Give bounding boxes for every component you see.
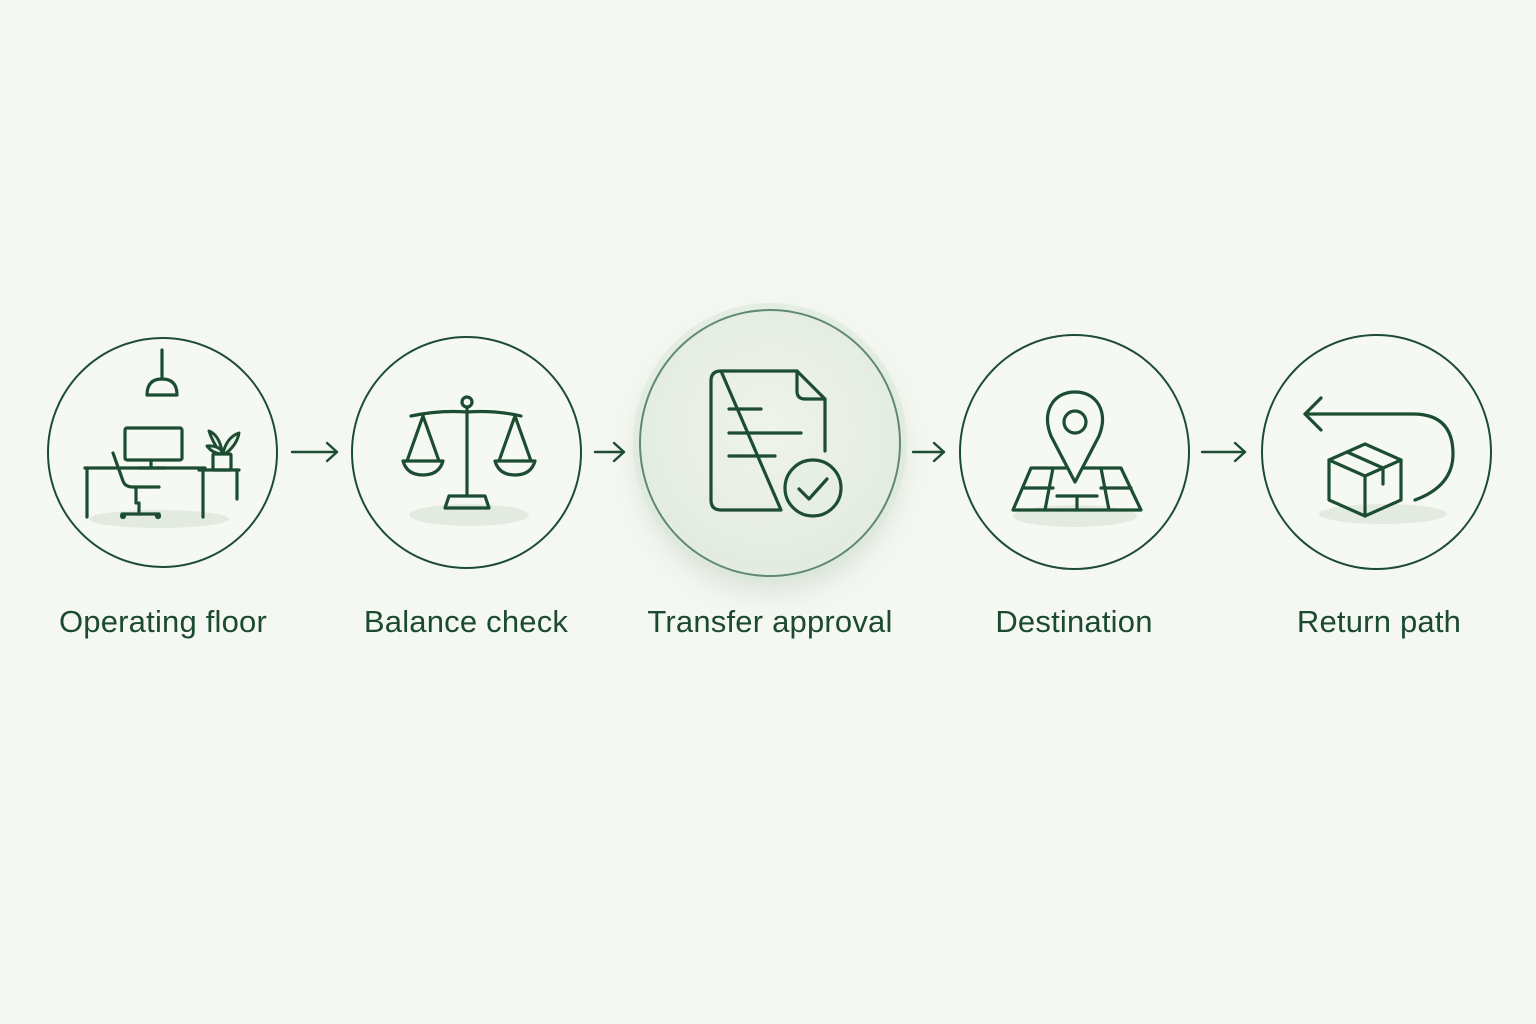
approved-document-icon <box>709 369 843 518</box>
step-circle <box>959 334 1190 570</box>
step-label: Return path <box>1296 604 1462 639</box>
return-package-icon <box>1303 396 1455 524</box>
arrow-right-icon <box>911 441 946 463</box>
map-pin-icon <box>1011 390 1143 527</box>
step-label: Transfer approval <box>647 604 893 639</box>
step-circle <box>1261 334 1492 570</box>
step-circle <box>351 336 582 569</box>
arrow-right-icon <box>290 441 339 463</box>
office-desk-icon <box>83 348 241 528</box>
arrow-right-icon <box>593 441 626 463</box>
step-circle-active <box>639 309 901 577</box>
balance-scale-icon <box>401 395 537 526</box>
step-label: Destination <box>995 604 1153 639</box>
step-label: Operating floor <box>58 604 268 639</box>
step-circle <box>47 337 278 568</box>
arrow-right-icon <box>1200 441 1247 463</box>
step-label: Balance check <box>363 604 569 639</box>
